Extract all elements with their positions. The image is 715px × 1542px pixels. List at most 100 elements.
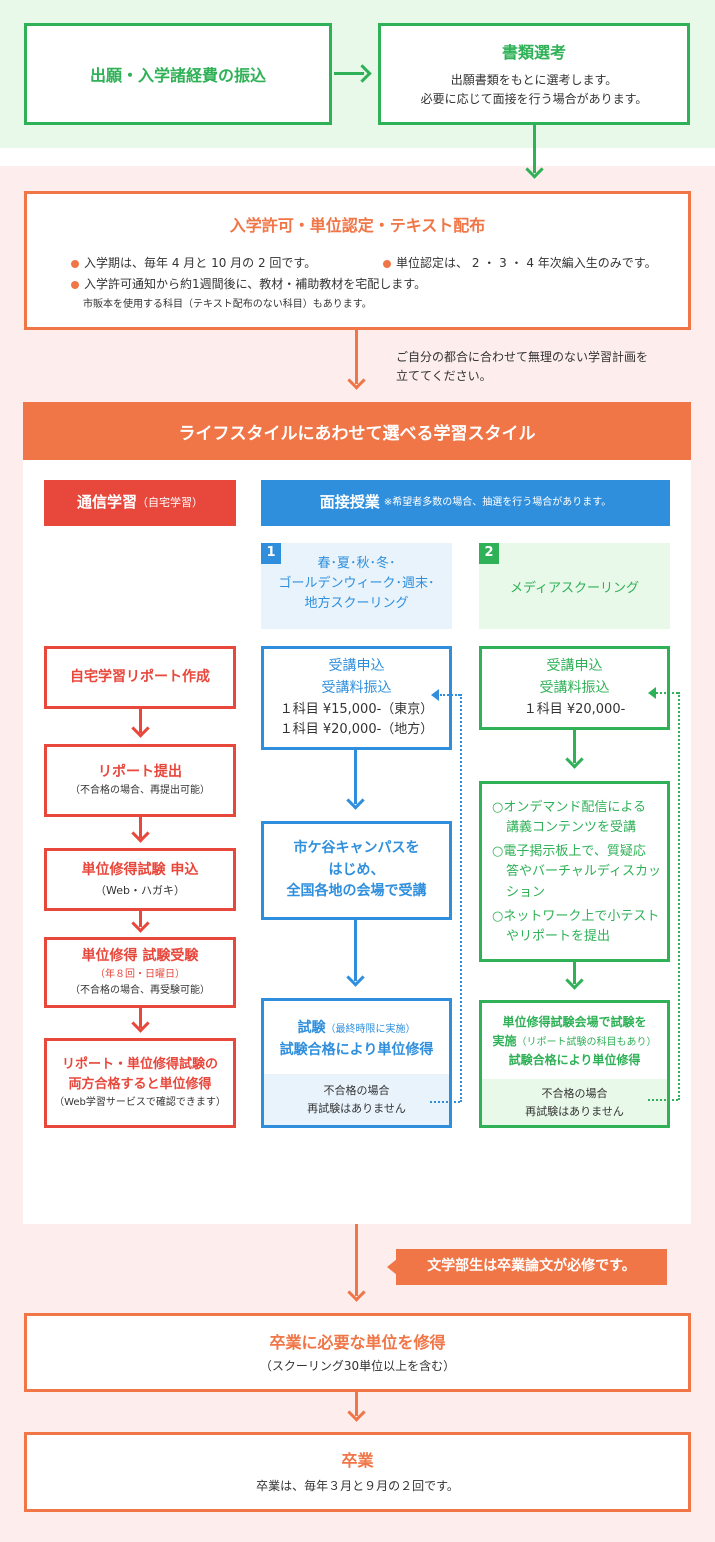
- face-fee: １科目 ¥15,000-（東京）: [279, 701, 434, 717]
- option2-panel: 2 メディアスクーリング: [479, 543, 670, 629]
- study-plan-note: ご自分の都合に合わせて無理のない学習計画を 立ててください。: [396, 348, 648, 386]
- media-item-line: ション: [506, 884, 546, 900]
- study-plan-line: 立ててください。: [396, 369, 492, 384]
- face-exam-note: （最終時限に実施）: [325, 1024, 416, 1035]
- media-item-line: ○ネットワーク上で小テスト: [492, 908, 660, 924]
- corr-step-sub: （年８回・日曜日）: [95, 969, 185, 981]
- corr-step-exam-apply: 単位修得試験 申込 （Web・ハガキ）: [44, 848, 236, 911]
- application-payment-box: 出願・入学諸経費の振込: [24, 23, 332, 125]
- media-content-box: ○オンデマンド配信による 講義コンテンツを受講 ○電子掲示板上で、質疑応 答やバ…: [479, 781, 670, 962]
- bullet-icon: [71, 280, 79, 289]
- corr-step-title: 両方合格すると単位修得: [68, 1077, 212, 1092]
- retry-dotted-line: [460, 694, 462, 1102]
- admission-bullet: 入学期は、毎年 4 月と 10 月の 2 回です。: [84, 256, 317, 270]
- media-fee: １科目 ¥20,000-: [523, 701, 626, 717]
- document-screening-box: 書類選考 出願書類をもとに選考します。 必要に応じて面接を行う場合があります。: [378, 23, 690, 125]
- media-fail-panel: 不合格の場合 再試験はありません: [482, 1079, 667, 1125]
- corr-step-sub: （Web学習サービスで確認できます）: [54, 1097, 226, 1109]
- face-campus-line: 全国各地の会場で受講: [286, 883, 427, 900]
- arrow-right-icon: [334, 72, 364, 75]
- media-apply-line: 受講申込: [546, 658, 603, 675]
- media-exam-note: （リポート試験の科目もあり）: [516, 1037, 657, 1049]
- correspondence-header-label: 通信学習: [76, 493, 137, 512]
- face-fail-line: 不合格の場合: [323, 1084, 390, 1097]
- face-apply-line: 受講料振込: [321, 679, 392, 696]
- document-screening-line: 出願書類をもとに選考します。: [450, 72, 618, 87]
- graduation-credits-box: 卒業に必要な単位を修得 （スクーリング30単位以上を含む）: [24, 1313, 691, 1392]
- admission-bullet: 単位認定は、 2 ・ 3 ・ 4 年次編入生のみです。: [396, 256, 657, 270]
- connector-line: [139, 1008, 142, 1028]
- face-campus-line: 市ケ谷キャンパスを: [293, 839, 420, 856]
- bullet-icon: [71, 259, 79, 268]
- thesis-note-tag: 文学部生は卒業論文が必修です。: [396, 1249, 667, 1285]
- media-apply-box: 受講申込 受講料振込 １科目 ¥20,000-: [479, 646, 670, 730]
- corr-step-sub: （不合格の場合、再受験可能）: [70, 985, 210, 997]
- option2-number: 2: [484, 545, 494, 561]
- corr-step-title: リポート・単位修得試験の: [61, 1056, 218, 1072]
- admission-box: 入学許可・単位認定・テキスト配布 入学期は、毎年 4 月と 10 月の 2 回で…: [24, 191, 691, 330]
- connector-line: [573, 962, 576, 984]
- media-fail-line: 不合格の場合: [541, 1087, 608, 1100]
- arrow-left-icon: [431, 689, 439, 701]
- option1-panel: 1 春･夏･秋･冬･ ゴールデンウィーク･週末･ 地方スクーリング: [261, 543, 452, 629]
- corr-step-credit: リポート・単位修得試験の 両方合格すると単位修得 （Web学習サービスで確認でき…: [44, 1038, 236, 1128]
- corr-step-sub: （不合格の場合、再提出可能）: [70, 785, 210, 797]
- face-fee: １科目 ¥20,000-（地方）: [279, 721, 434, 737]
- media-exam-line: 単位修得試験会場で試験を: [502, 1015, 647, 1029]
- schooling-header-label: 面接授業: [319, 493, 380, 512]
- option2-number-badge: 2: [479, 543, 499, 564]
- arrow-left-icon: [648, 687, 656, 699]
- media-exam-line: 試験合格により単位修得: [508, 1053, 641, 1068]
- retry-dotted-line: [656, 692, 678, 694]
- option1-line: ゴールデンウィーク･週末･: [278, 576, 435, 592]
- corr-step-exam-take: 単位修得 試験受験 （年８回・日曜日） （不合格の場合、再受験可能）: [44, 937, 236, 1008]
- corr-step-sub: （Web・ハガキ）: [95, 883, 185, 897]
- corr-step-report-create: 自宅学習リポート作成: [44, 646, 236, 709]
- media-item-line: やリポートを提出: [506, 928, 611, 944]
- option1-number: 1: [266, 545, 276, 561]
- media-item-line: 講義コンテンツを受講: [506, 820, 637, 836]
- connector-line: [139, 817, 142, 838]
- connector-line: [533, 125, 536, 173]
- connector-line: [354, 920, 357, 981]
- face-fail-line: 再試験はありません: [307, 1101, 406, 1115]
- face-exam-title: 試験: [297, 1020, 326, 1036]
- corr-step-report-submit: リポート提出 （不合格の場合、再提出可能）: [44, 744, 236, 817]
- media-apply-line: 受講料振込: [539, 679, 610, 696]
- option1-number-badge: 1: [261, 543, 281, 564]
- admission-note: 市販本を使用する科目（テキスト配布のない科目）もあります。: [83, 299, 372, 310]
- admission-bullet: 入学許可通知から約1週間後に、教材・補助教材を宅配します。: [84, 277, 427, 291]
- media-exam-box: 単位修得試験会場で試験を 実施（リポート試験の科目もあり） 試験合格により単位修…: [479, 1000, 670, 1128]
- retry-dotted-line: [440, 694, 460, 696]
- connector-line: [355, 1224, 358, 1296]
- admission-title: 入学許可・単位認定・テキスト配布: [229, 216, 486, 235]
- graduation-title: 卒業: [341, 1451, 374, 1471]
- connector-line: [139, 709, 142, 733]
- connector-line: [355, 330, 358, 384]
- face-campus-line: はじめ、: [328, 861, 385, 878]
- face-campus-box: 市ケ谷キャンパスを はじめ、 全国各地の会場で受講: [261, 821, 452, 920]
- retry-dotted-line: [430, 1101, 460, 1103]
- face-fail-panel: 不合格の場合 再試験はありません: [264, 1074, 449, 1125]
- media-item-line: ○電子掲示板上で、質疑応: [492, 844, 646, 860]
- graduation-box: 卒業 卒業は、毎年３月と９月の２回です。: [24, 1432, 691, 1512]
- connector-line: [354, 750, 357, 804]
- media-item-line: 答やバーチャルディスカッ: [506, 864, 661, 880]
- graduation-sub: 卒業は、毎年３月と９月の２回です。: [256, 1479, 459, 1494]
- face-apply-line: 受講申込: [328, 658, 385, 675]
- thesis-note-label: 文学部生は卒業論文が必修です。: [427, 1258, 636, 1275]
- learning-styles-title: ライフスタイルにあわせて選べる学習スタイル: [178, 423, 536, 444]
- face-exam-box: 試験（最終時限に実施） 試験合格により単位修得 不合格の場合 再試験はありません: [261, 998, 452, 1128]
- schooling-header: 面接授業 ※希望者多数の場合、抽選を行う場合があります。: [261, 480, 670, 526]
- connector-line: [573, 730, 576, 763]
- option1-line: 地方スクーリング: [304, 596, 409, 612]
- media-exam-line: 実施: [492, 1034, 517, 1049]
- correspondence-header-sub: （自宅学習）: [137, 496, 203, 510]
- corr-step-title: 自宅学習リポート作成: [70, 668, 210, 685]
- correspondence-header: 通信学習 （自宅学習）: [44, 480, 236, 526]
- option2-label: メディアスクーリング: [509, 581, 640, 596]
- corr-step-title: リポート提出: [98, 763, 182, 780]
- face-apply-box: 受講申込 受講料振込 １科目 ¥15,000-（東京） １科目 ¥20,000-…: [261, 646, 452, 750]
- learning-styles-banner: ライフスタイルにあわせて選べる学習スタイル: [23, 402, 691, 460]
- corr-step-title: 単位修得試験 申込: [81, 861, 199, 878]
